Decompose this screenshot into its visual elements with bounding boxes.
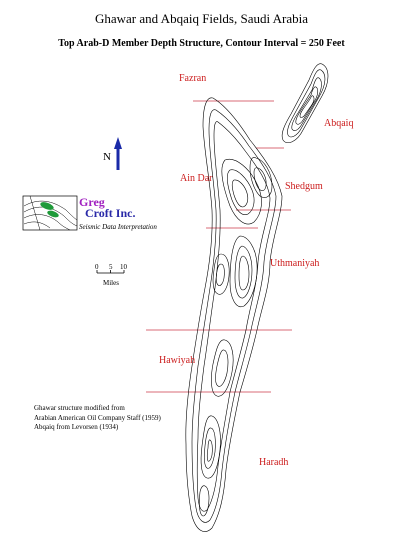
- label-shedgum: Shedgum: [285, 181, 323, 192]
- credit-line: Abqaiq from Levorsen (1934): [34, 423, 119, 431]
- field-boundaries: [146, 100, 292, 393]
- logo-name-greg: Greg: [79, 195, 105, 209]
- north-arrow-head: [114, 137, 122, 149]
- label-haradh: Haradh: [259, 457, 289, 468]
- label-uthmaniyah: Uthmaniyah: [270, 258, 320, 269]
- scale-bar: [96, 270, 125, 274]
- label-fazran: Fazran: [179, 73, 207, 84]
- label-ain-dar: Ain Dar: [180, 173, 213, 184]
- credits: Ghawar structure modified from Arabian A…: [34, 404, 161, 433]
- ghawar-contours: [185, 97, 283, 532]
- label-hawiyah: Hawiyah: [159, 355, 196, 366]
- abqaiq-contours: [281, 63, 329, 143]
- map-subtitle: Top Arab-D Member Depth Structure, Conto…: [58, 38, 345, 49]
- credit-line: Arabian American Oil Company Staff (1959…: [34, 413, 161, 422]
- logo-tagline: Seismic Data Interpretation: [79, 223, 157, 231]
- north-label: N: [103, 151, 111, 163]
- scale-tick-10: 10: [120, 263, 127, 271]
- map-title: Ghawar and Abqaiq Fields, Saudi Arabia: [94, 11, 308, 26]
- credit-line: Ghawar structure modified from: [34, 404, 125, 412]
- scale-unit: Miles: [103, 279, 119, 287]
- scale-tick-0: 0: [95, 263, 99, 271]
- north-arrow-shaft: [116, 146, 120, 170]
- label-abqaiq: Abqaiq: [324, 118, 354, 129]
- logo-name-croft: Croft Inc.: [85, 206, 136, 220]
- logo-icon: [22, 195, 78, 231]
- north-arrow: [114, 137, 122, 170]
- scale-tick-5: 5: [109, 263, 113, 271]
